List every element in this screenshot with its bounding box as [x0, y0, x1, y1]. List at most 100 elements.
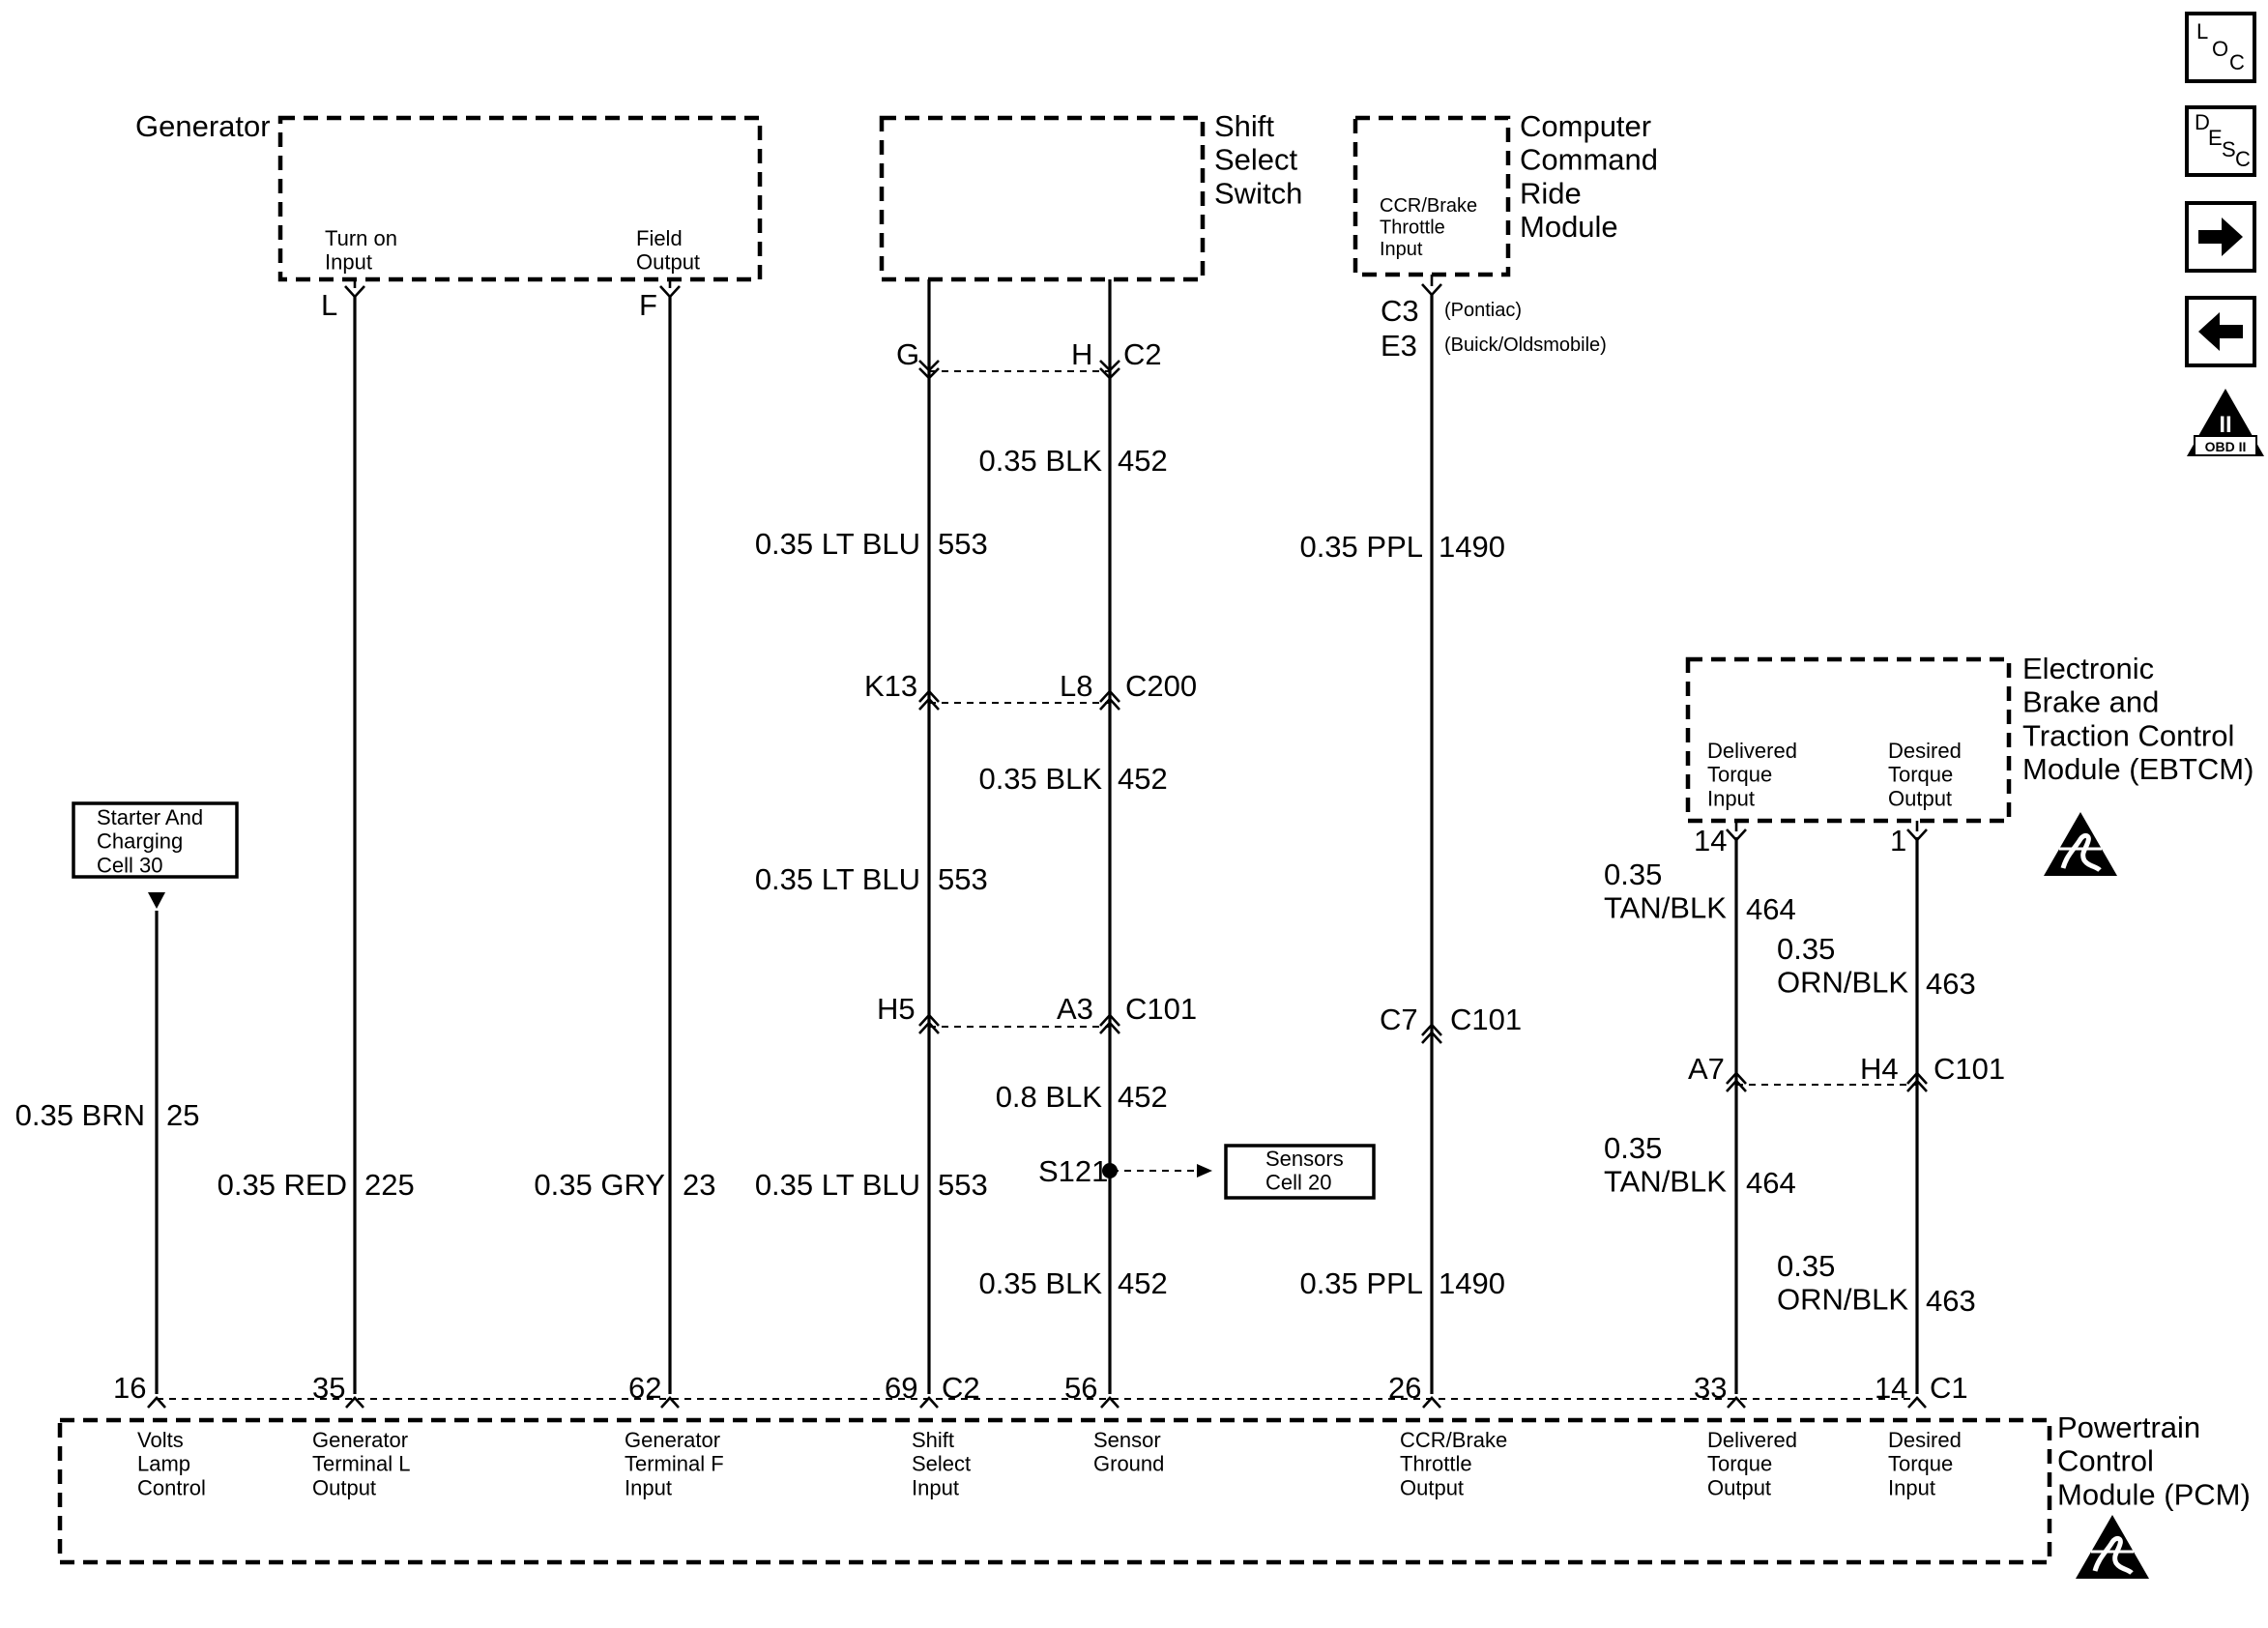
connector-label: C200 — [1125, 669, 1197, 703]
next-button[interactable] — [2185, 201, 2256, 273]
wire-color-label: 0.35 PPL — [1299, 530, 1423, 564]
pcm-pin-number: C2 — [942, 1371, 980, 1405]
loc-button[interactable]: L O C — [2185, 12, 2256, 83]
wire-color-label: 0.8 BLK — [996, 1080, 1103, 1114]
connector-label: C101 — [1934, 1052, 2005, 1086]
wire-circuit-label: 464 — [1746, 1166, 1796, 1200]
wire-color-label: 0.35 BLK — [978, 1266, 1102, 1300]
connector-label: L — [321, 288, 337, 322]
esd-warning-icon — [2044, 812, 2117, 876]
wire-circuit-label: 1490 — [1439, 530, 1505, 564]
connector-label: G — [896, 337, 919, 371]
arrow-down-icon — [148, 892, 165, 909]
connector-label: C3 — [1381, 294, 1419, 328]
connector-label: H4 — [1860, 1052, 1899, 1086]
connector-label: C7 — [1380, 1003, 1418, 1036]
connector-label: 1 — [1890, 824, 1906, 858]
wire-circuit-label: 553 — [938, 527, 988, 561]
wire-color-label: 0.35 BLK — [978, 444, 1102, 478]
pcm-pin-number: 69 — [885, 1371, 917, 1405]
wire-circuit-label: 452 — [1118, 1266, 1168, 1300]
connector-label: K13 — [864, 669, 917, 703]
wire-color-label: 0.35 BLK — [978, 762, 1102, 796]
wire-labels: 0.35 BRN 25 0.35 RED 225 0.35 GRY 23 0.3… — [15, 444, 1976, 1318]
wire-circuit-label: 553 — [938, 1168, 988, 1202]
connector-label: H5 — [877, 992, 916, 1026]
obd-ii-numeral: II — [2219, 412, 2231, 438]
wire-circuit-label: 1490 — [1439, 1266, 1505, 1300]
connector-label: F — [639, 288, 657, 322]
wire-circuit-label: 452 — [1118, 1080, 1168, 1114]
wire-color-label: 0.35 BRN — [15, 1098, 145, 1132]
pcm-pin-number: 26 — [1388, 1371, 1421, 1405]
loc-letter: C — [2229, 50, 2245, 74]
desc-letter: C — [2235, 147, 2251, 171]
wire-circuit-label: 225 — [364, 1168, 415, 1202]
connector-note: (Buick/Oldsmobile) — [1444, 334, 1607, 356]
esd-warning-icon — [2076, 1515, 2149, 1579]
wire-circuit-label: 463 — [1926, 967, 1976, 1001]
wire-circuit-label: 464 — [1746, 892, 1796, 926]
obd-ii-label: OBD II — [2205, 439, 2247, 454]
connector-label: C2 — [1123, 337, 1162, 371]
pcm-pin-number: 62 — [628, 1371, 661, 1405]
connector-links — [157, 370, 1917, 1400]
connector-label: A3 — [1057, 992, 1093, 1026]
connector-label: C101 — [1125, 992, 1197, 1026]
connector-label: A7 — [1688, 1052, 1725, 1086]
wire-color-label: 0.35 LT BLU — [755, 862, 920, 896]
connector-label: C101 — [1450, 1003, 1522, 1036]
wire-color-label: 0.35 RED — [218, 1168, 347, 1202]
wire-circuit-label: 25 — [166, 1098, 199, 1132]
back-button[interactable] — [2185, 296, 2256, 367]
arrow-left-icon — [2198, 312, 2243, 351]
pcm-pin-number: 16 — [113, 1371, 146, 1405]
connector-note: (Pontiac) — [1444, 300, 1522, 321]
desc-letter: S — [2222, 137, 2236, 161]
desc-letter: E — [2208, 126, 2223, 150]
pcm-pin-number: 14 — [1875, 1371, 1907, 1405]
generator-title: Generator — [135, 109, 271, 143]
obd-ii-button[interactable]: II OBD II — [2187, 389, 2264, 456]
wire-circuit-label: 452 — [1118, 444, 1168, 478]
connector-label: H — [1071, 337, 1092, 371]
wire-color-label: 0.35 GRY — [534, 1168, 665, 1202]
wire-color-label: 0.35 LT BLU — [755, 1168, 920, 1202]
pcm-pin-number: 33 — [1694, 1371, 1727, 1405]
desc-letter: D — [2195, 110, 2210, 134]
desc-button[interactable]: D E S C — [2185, 105, 2256, 177]
wire-circuit-label: 23 — [683, 1168, 715, 1202]
wires — [155, 275, 1919, 1394]
connector-label: E3 — [1381, 329, 1417, 363]
connector-labels: L F G H C2 K13 L8 C200 H5 A3 C101 S121 C… — [113, 288, 2005, 1405]
splice-dot — [1102, 1163, 1118, 1178]
